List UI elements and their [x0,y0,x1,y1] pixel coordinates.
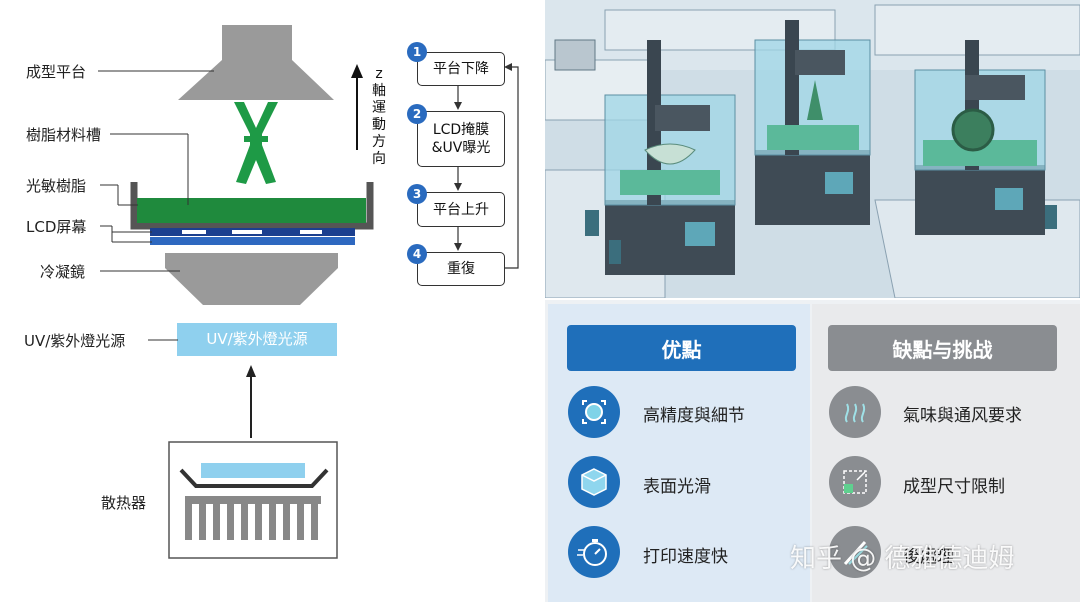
heatsink-fins [185,504,318,540]
advantage-item-3: 打印速度快 [643,547,728,567]
label-resin: 光敏樹脂 [26,177,87,195]
resin-layer [137,198,366,223]
disadvantages-header: 缺點与挑战 [828,325,1057,371]
watermark: 知乎 @ 德雅德迪姆 [790,544,1015,574]
label-condenser: 冷凝鏡 [40,263,86,281]
label-build-platform: 成型平台 [26,63,87,81]
advantages-header: 优點 [567,325,796,371]
label-heatsink: 散热器 [101,494,147,512]
printer-right-illustration [914,40,1046,235]
cube-icon [568,456,620,508]
condenser-lens [165,253,338,305]
odor-icon [829,386,881,438]
advantage-item-1: 高精度與細节 [643,406,745,426]
flow-step-3: 平台上升 [417,192,505,227]
printed-part [234,102,278,184]
disadvantage-item-1: 氣味與通风要求 [903,406,1022,426]
step-3-badge: 3 [407,184,427,204]
label-uv-source: UV/紫外燈光源 [24,332,126,350]
printer-diagram [98,25,374,559]
advantage-item-2: 表面光滑 [643,477,711,497]
tool-icon [829,526,881,578]
label-lcd: LCD屏幕 [26,218,87,236]
printer-left-illustration [604,40,736,275]
flow-step-1: 平台下降 [417,52,505,86]
uv-source-box [177,323,337,356]
step-1-badge: 1 [407,42,427,62]
disadvantage-item-2: 成型尺寸限制 [903,477,1005,497]
printer-center-illustration [754,20,871,225]
z-axis-label: z 軸 運 動 方 向 [372,66,386,167]
step-4-badge: 4 [407,244,427,264]
step-2-badge: 2 [407,104,427,124]
flow-connectors [454,63,519,269]
lab-illustration [545,0,1080,298]
flow-step-4: 重復 [417,252,505,286]
resin-vat [130,182,374,230]
build-platform [178,25,334,100]
uv-box-text: UV/紫外燈光源 [206,330,308,348]
lens-icon [568,386,620,438]
disadvantage-item-3: 後處理 [903,547,954,567]
flow-step-2: LCD掩膜 &UV曝光 [417,111,505,167]
build-size-icon [829,456,881,508]
stopwatch-icon [568,526,620,578]
label-resin-vat: 樹脂材料槽 [26,126,102,144]
